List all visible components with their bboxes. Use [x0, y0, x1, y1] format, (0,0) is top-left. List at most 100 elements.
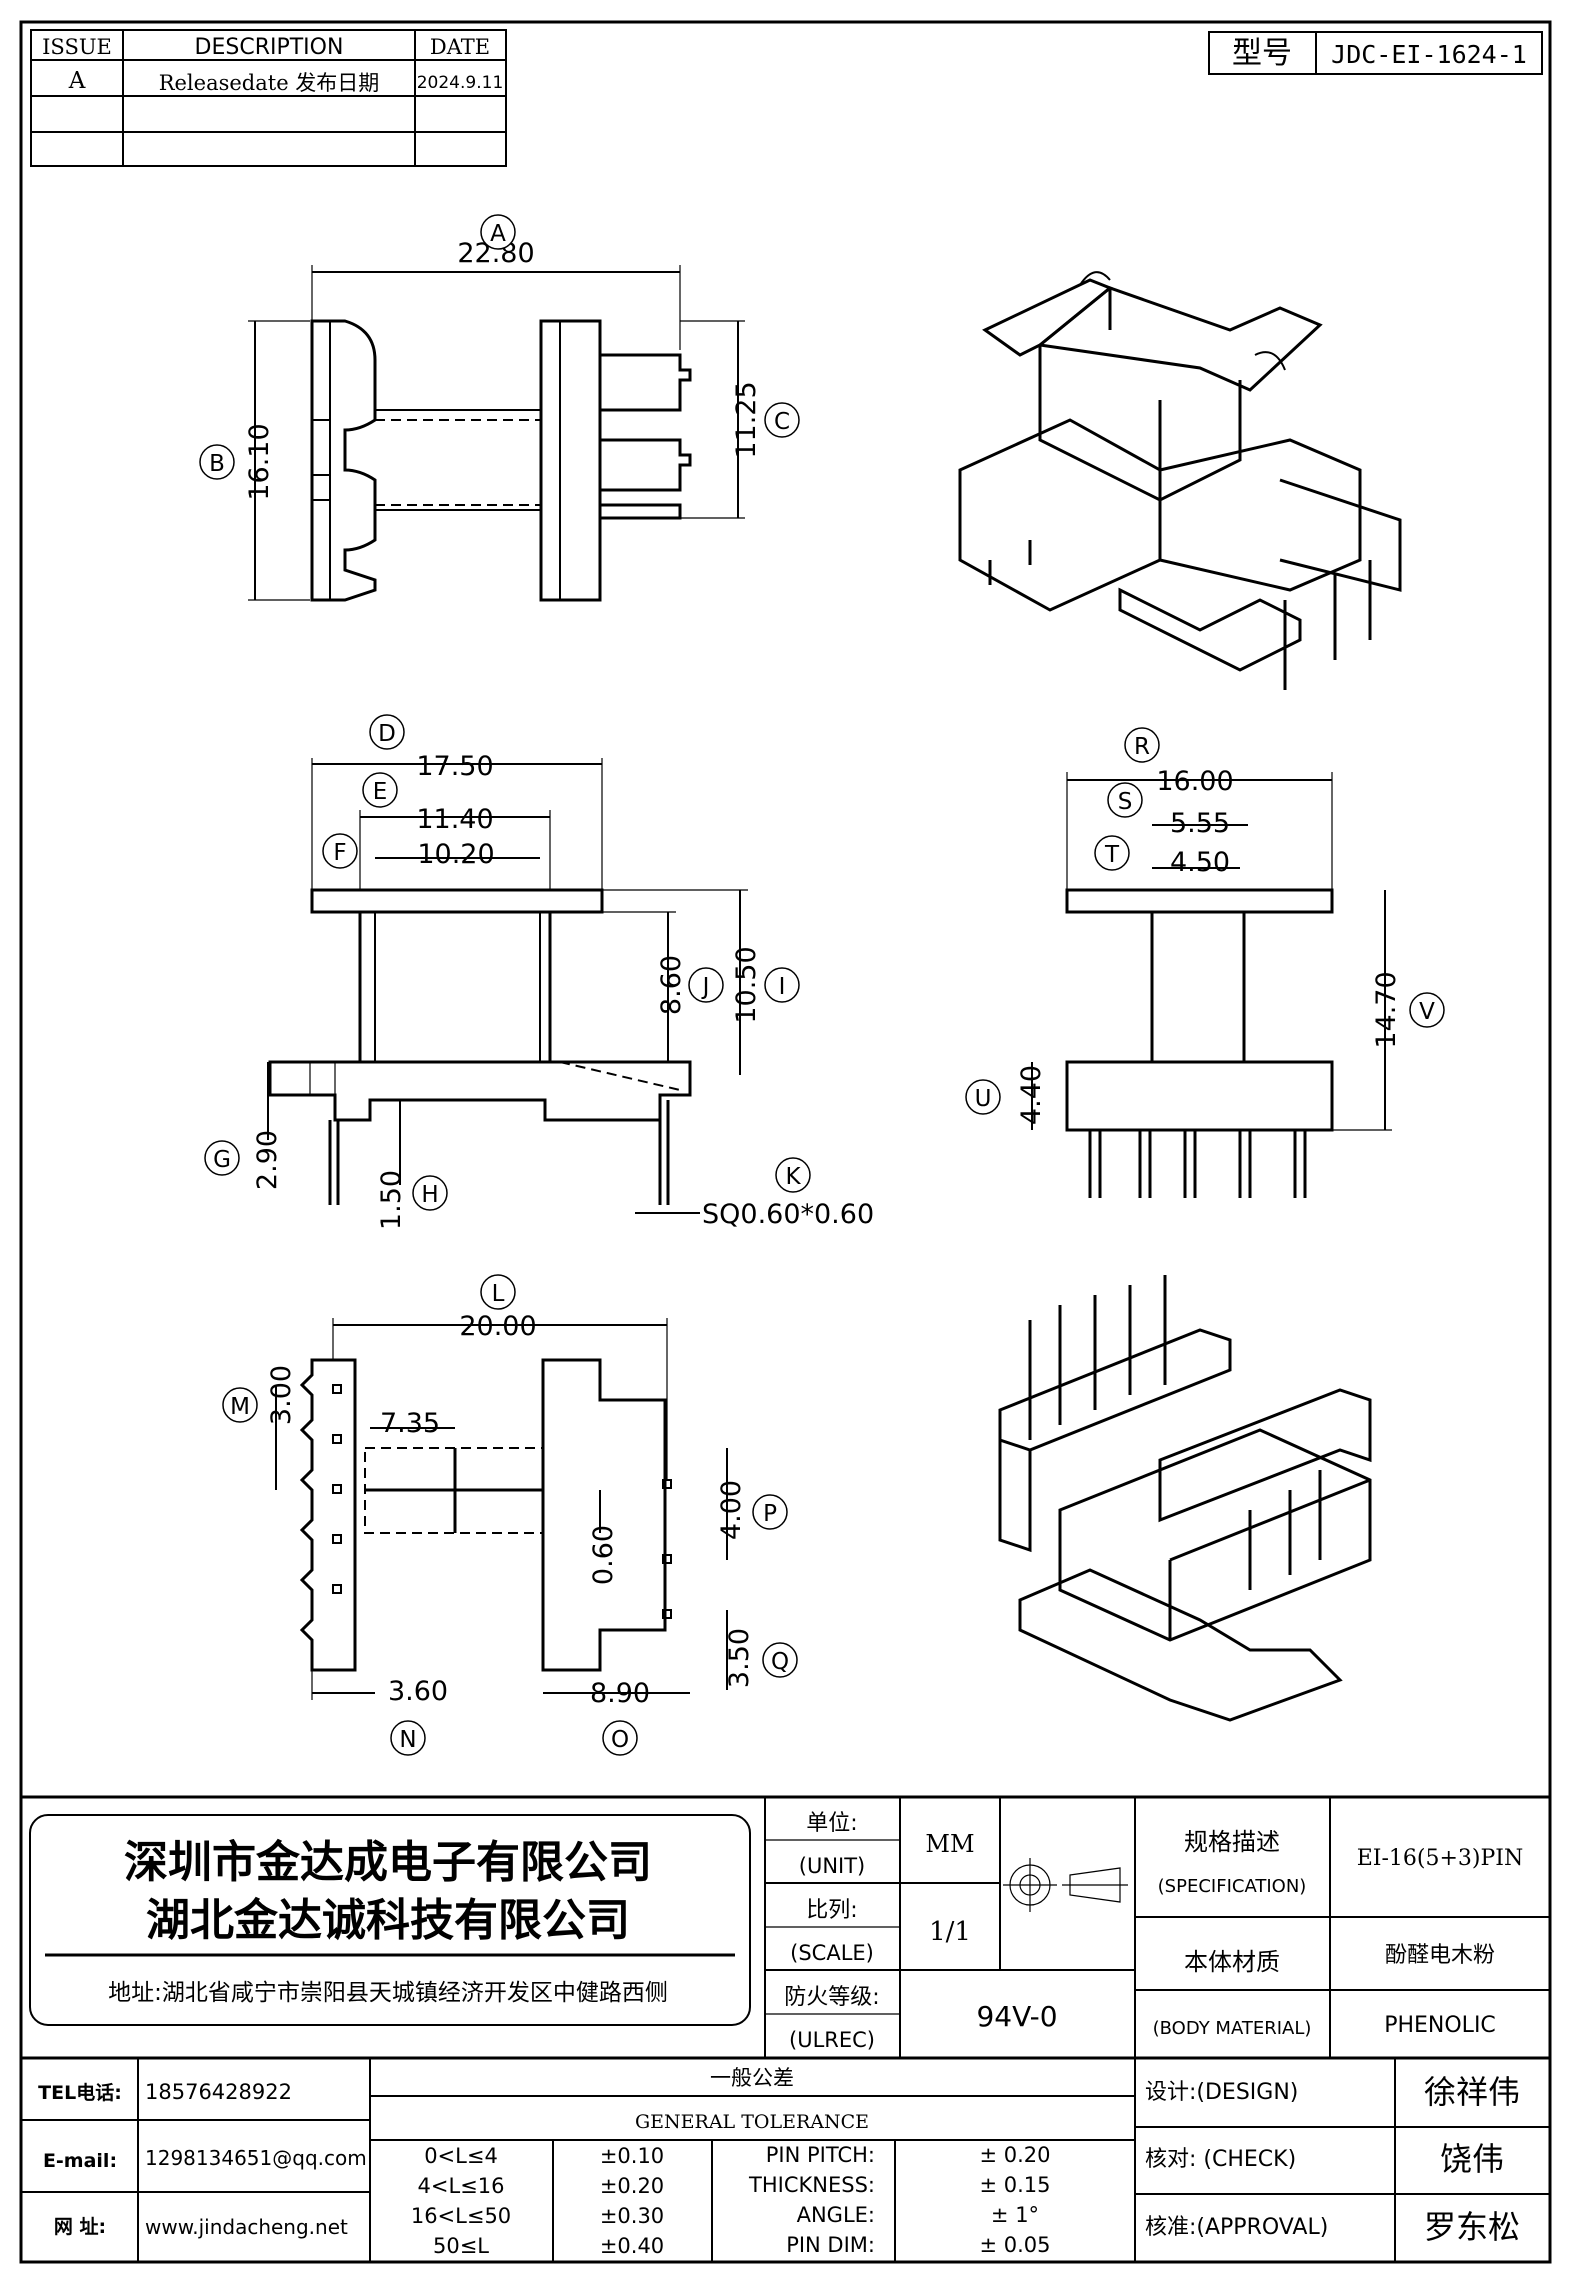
- tol-value-2: ±0.30: [600, 2204, 664, 2228]
- approval-label: 核准:(APPROVAL): [1145, 2215, 1328, 2240]
- label-K-circle: [775, 1157, 811, 1193]
- dim-J-value: 10.50: [731, 946, 762, 1023]
- scale-label-cn: 比列:: [806, 1898, 857, 1923]
- end-view: 16.00 R 5.55 S 4.50 T 4.40 U 14.70 V: [965, 727, 1445, 1198]
- pin-value-2: ± 1°: [991, 2203, 1039, 2227]
- material-label-cn: 本体材质: [1184, 1948, 1280, 1976]
- label-Q-circle: [762, 1642, 798, 1678]
- label-N-circle: [390, 1720, 426, 1756]
- pin-label-2: ANGLE:: [797, 2203, 875, 2227]
- dim-inner-1-value: 7.35: [380, 1408, 440, 1439]
- company-name-1: 深圳市金达成电子有限公司: [124, 1837, 652, 1888]
- dim-F-value: 10.20: [417, 839, 494, 870]
- label-I: J: [701, 974, 710, 1000]
- label-L: L: [492, 1281, 505, 1307]
- dim-D-value: 17.50: [416, 751, 493, 782]
- title-block: 深圳市金达成电子有限公司 湖北金达诚科技有限公司 地址:湖北省咸宁市崇阳县天城镇…: [21, 1795, 1550, 2262]
- bottom-view: 20.00 L 3.00 M 7.35 0.60 4.00 P 3.50 Q 3…: [222, 1274, 798, 1756]
- design-label: 设计:(DESIGN): [1145, 2080, 1298, 2105]
- spec-label-en: (SPECIFICATION): [1158, 1876, 1307, 1897]
- label-K: K: [785, 1164, 801, 1190]
- email-label: E-mail:: [43, 2150, 117, 2172]
- dim-O-value: 8.90: [590, 1678, 650, 1709]
- dim-H-value: 1.50: [376, 1170, 407, 1230]
- dim-Q-value: 3.50: [724, 1628, 755, 1688]
- iso-view-top: [958, 271, 1402, 690]
- dim-P-value: 4.00: [716, 1480, 747, 1540]
- material-label-en: (BODY MATERIAL): [1153, 2018, 1312, 2039]
- spec-value: EI-16(5+3)PIN: [1357, 1846, 1524, 1871]
- label-H-circle: [412, 1175, 448, 1211]
- label-R-circle: [1124, 727, 1160, 763]
- label-T-circle: [1094, 835, 1130, 871]
- dim-S-value: 5.55: [1170, 808, 1230, 839]
- label-L-circle: [480, 1274, 516, 1310]
- tol-value-3: ±0.40: [600, 2234, 664, 2258]
- pin-value-1: ± 0.15: [979, 2173, 1050, 2197]
- tolerance-title-en: GENERAL TOLERANCE: [635, 2111, 869, 2133]
- label-H: H: [421, 1182, 438, 1208]
- label-O: O: [611, 1727, 629, 1753]
- label-P-circle: [752, 1494, 788, 1530]
- dim-C-value: 11.25: [731, 381, 762, 458]
- label-F: F: [333, 840, 346, 866]
- dim-B-value: 16.10: [244, 423, 275, 500]
- rev-header-issue: ISSUE: [42, 35, 112, 59]
- label-J: I: [779, 974, 786, 1000]
- pin-value-3: ± 0.05: [979, 2233, 1050, 2257]
- unit-label-cn: 单位:: [806, 1811, 857, 1836]
- scale-label-en: (SCALE): [790, 1941, 874, 1965]
- label-R: R: [1134, 734, 1150, 760]
- rev-description: Releasedate 发布日期: [159, 71, 380, 95]
- label-G-circle: [204, 1140, 240, 1176]
- spec-label-cn: 规格描述: [1184, 1828, 1280, 1856]
- company-address: 地址:湖北省咸宁市崇阳县天城镇经济开发区中健路西侧: [108, 1980, 668, 2006]
- label-E-circle: [362, 772, 398, 808]
- label-N: N: [399, 1727, 416, 1753]
- model-label: 型号: [1232, 36, 1292, 71]
- design-name: 徐祥伟: [1424, 2073, 1520, 2111]
- label-Q: Q: [771, 1649, 789, 1675]
- label-E: E: [373, 779, 388, 805]
- label-D: D: [378, 721, 396, 747]
- model-box: 型号 JDC-EI-1624-1: [1208, 31, 1543, 75]
- tol-value-0: ±0.10: [600, 2144, 664, 2168]
- dim-U-value: 4.40: [1016, 1065, 1047, 1125]
- approval-name: 罗东松: [1424, 2208, 1520, 2246]
- label-F-circle: [322, 833, 358, 869]
- tol-range-1: 4<L≤16: [418, 2174, 505, 2198]
- unit-label-en: (UNIT): [799, 1854, 866, 1878]
- tol-range-3: 50≤L: [433, 2234, 489, 2258]
- label-U-circle: [965, 1079, 1001, 1115]
- label-S: S: [1118, 789, 1133, 815]
- label-V: V: [1419, 999, 1435, 1025]
- label-B: B: [209, 451, 225, 477]
- material-value-cn: 酚醛电木粉: [1385, 1943, 1495, 1968]
- model-value: JDC-EI-1624-1: [1331, 40, 1527, 69]
- check-name: 饶伟: [1440, 2140, 1504, 2178]
- dim-N-value: 3.60: [388, 1676, 448, 1707]
- unit-value: MM: [925, 1830, 974, 1858]
- fire-label-cn: 防火等级:: [784, 1985, 879, 2010]
- label-C-circle: [764, 402, 800, 438]
- company-name-2: 湖北金达诚科技有限公司: [146, 1895, 630, 1946]
- label-G: G: [213, 1147, 231, 1173]
- dim-I-value: 8.60: [656, 955, 687, 1015]
- label-M-circle: [222, 1387, 258, 1423]
- label-T: T: [1104, 842, 1120, 868]
- tol-value-1: ±0.20: [600, 2174, 664, 2198]
- email-value: 1298134651@qq.com: [145, 2146, 367, 2170]
- label-B-circle: [199, 444, 235, 480]
- rev-issue: A: [68, 68, 86, 94]
- dim-L-value: 20.00: [459, 1311, 536, 1342]
- rev-header-description: DESCRIPTION: [195, 35, 344, 60]
- tel-label: TEL电话:: [38, 2081, 122, 2104]
- tolerance-title-cn: 一般公差: [710, 2066, 794, 2090]
- label-J-circle: [764, 967, 800, 1003]
- dim-G-value: 2.90: [252, 1130, 283, 1190]
- dim-T-value: 4.50: [1170, 847, 1230, 878]
- label-I-circle: [688, 967, 724, 1003]
- scale-value: 1/1: [929, 1917, 971, 1947]
- label-S-circle: [1107, 782, 1143, 818]
